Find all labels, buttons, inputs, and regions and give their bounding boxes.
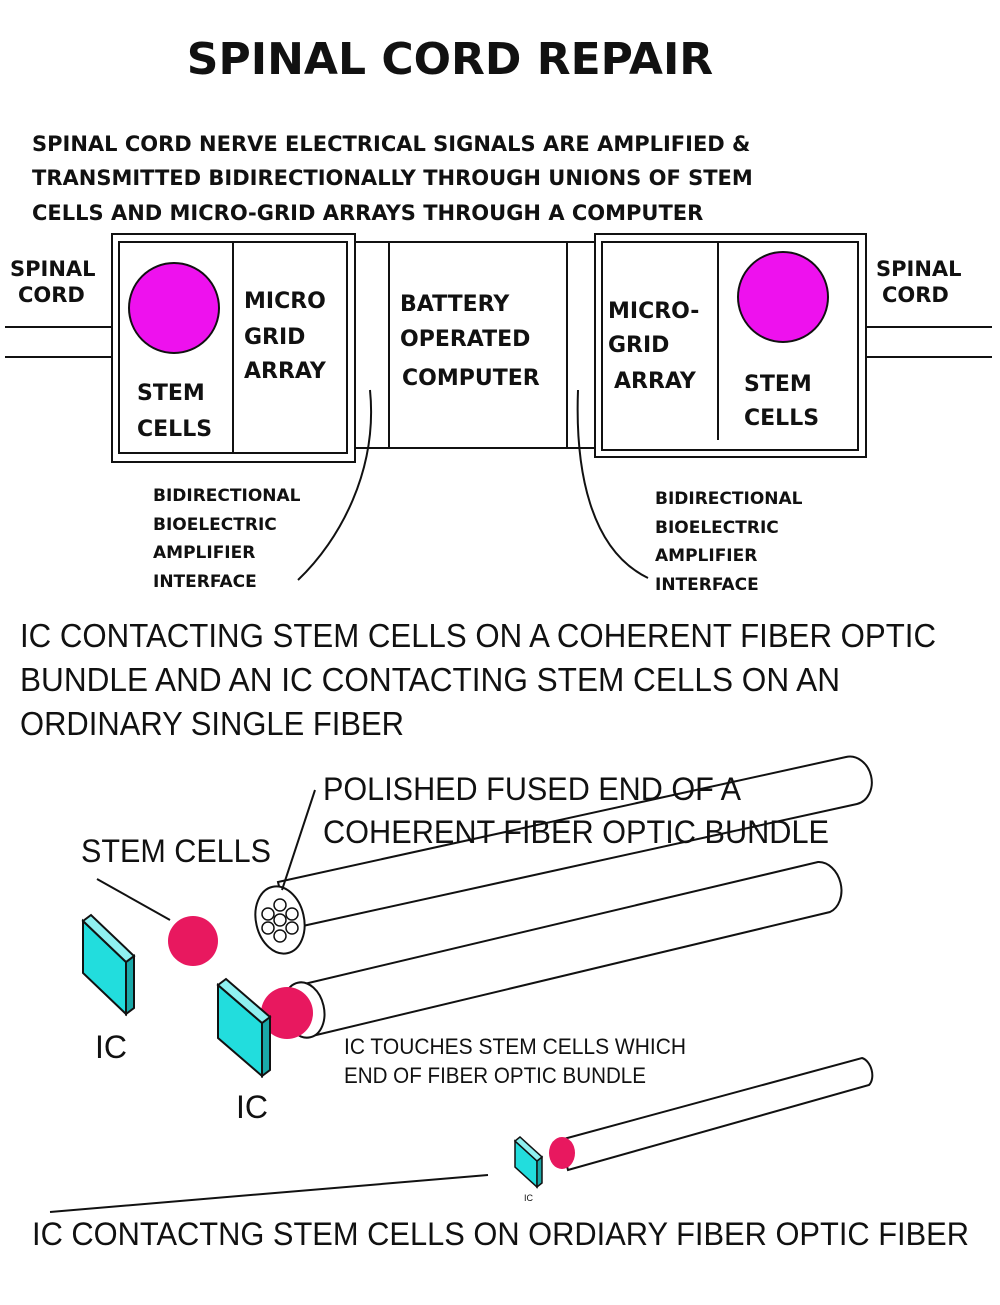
single-fiber-stem-cell: [549, 1137, 575, 1169]
ic-left-label: IC: [95, 1029, 127, 1065]
ic-touch-label-2: END OF FIBER OPTIC BUNDLE: [344, 1063, 646, 1088]
left-interface-pointer: [297, 389, 372, 581]
intro-line-1: SPINAL CORD NERVE ELECTRICAL SIGNALS ARE…: [32, 132, 750, 156]
coherent-bundle-tube: [276, 755, 873, 931]
page-title: SPINAL CORD REPAIR: [187, 34, 713, 85]
single-fiber-tube: [558, 1056, 874, 1172]
polished-label-2: COHERENT FIBER OPTIC BUNDLE: [323, 814, 829, 850]
ic-small-label: IC: [524, 1193, 534, 1203]
left-grid-label-2: GRID: [244, 325, 305, 350]
right-interface-label-2: BIOELECTRIC: [655, 518, 779, 538]
right-stem-label-2: CELLS: [744, 406, 819, 431]
left-cord-label-1: SPINAL: [10, 257, 96, 281]
left-grid-label-3: ARRAY: [244, 359, 327, 384]
intro-line-3: CELLS AND MICRO-GRID ARRAYS THROUGH A CO…: [32, 201, 703, 225]
right-grid-label-1: MICRO-: [608, 299, 699, 324]
left-stem-label-1: STEM: [137, 381, 205, 406]
ic-touch-label-1: IC TOUCHES STEM CELLS WHICH: [344, 1034, 686, 1059]
left-interface-label-2: BIOELECTRIC: [153, 515, 277, 535]
right-cord-label-2: CORD: [882, 283, 949, 307]
intro-line-2: TRANSMITTED BIDIRECTIONALLY THROUGH UNIO…: [32, 166, 753, 190]
right-interface-pointer: [576, 389, 649, 579]
ic-chip-small: [513, 1136, 544, 1189]
right-stem-label-1: STEM: [744, 372, 812, 397]
right-interface-label-3: AMPLIFIER: [655, 546, 757, 566]
caption-line-3: ORDINARY SINGLE FIBER: [20, 705, 404, 742]
left-interface-label-1: BIDIRECTIONAL: [153, 486, 301, 506]
polished-end-pointer: [281, 789, 316, 891]
left-interface-label-3: AMPLIFIER: [153, 543, 255, 563]
bundle-stem-cell: [261, 987, 313, 1039]
ic-chip-middle: [216, 977, 272, 1079]
ic-chip-left: [81, 913, 136, 1017]
computer-label-3: COMPUTER: [402, 366, 540, 391]
stem-cells-pointer: [96, 878, 171, 921]
right-module-inner: [601, 241, 859, 451]
caption-line-2: BUNDLE AND AN IC CONTACTING STEM CELLS O…: [20, 661, 840, 698]
top-diagram: [5, 233, 992, 581]
ic-middle-label: IC: [236, 1089, 268, 1125]
middle-fiber-tube: [298, 860, 843, 1038]
right-stem-cell-circle: [737, 251, 829, 343]
footer-pointer: [49, 1174, 489, 1213]
right-interface-label-1: BIDIRECTIONAL: [655, 489, 803, 509]
left-module-outer: [111, 233, 356, 463]
right-module-outer: [594, 233, 867, 458]
left-stem-cell-circle: [128, 262, 220, 354]
computer-label-2: OPERATED: [400, 327, 530, 352]
caption-line-1: IC CONTACTING STEM CELLS ON A COHERENT F…: [20, 617, 936, 654]
right-cord-label-1: SPINAL: [876, 257, 962, 281]
stem-cells-label: STEM CELLS: [81, 833, 271, 869]
right-interface-label-4: INTERFACE: [655, 575, 759, 595]
left-stem-label-2: CELLS: [137, 417, 212, 442]
polished-label-1: POLISHED FUSED END OF A: [323, 771, 742, 807]
footer-caption: IC CONTACTNG STEM CELLS ON ORDIARY FIBER…: [32, 1216, 969, 1252]
left-grid-label-1: MICRO: [244, 289, 326, 314]
right-grid-label-3: ARRAY: [614, 369, 697, 394]
left-interface-label-4: INTERFACE: [153, 572, 257, 592]
right-grid-label-2: GRID: [608, 333, 669, 358]
floating-stem-cell: [168, 916, 218, 966]
computer-label-1: BATTERY: [400, 292, 510, 317]
left-cord-label-2: CORD: [18, 283, 85, 307]
bottom-diagram: [49, 755, 874, 1213]
bundle-fibers: [261, 898, 299, 943]
